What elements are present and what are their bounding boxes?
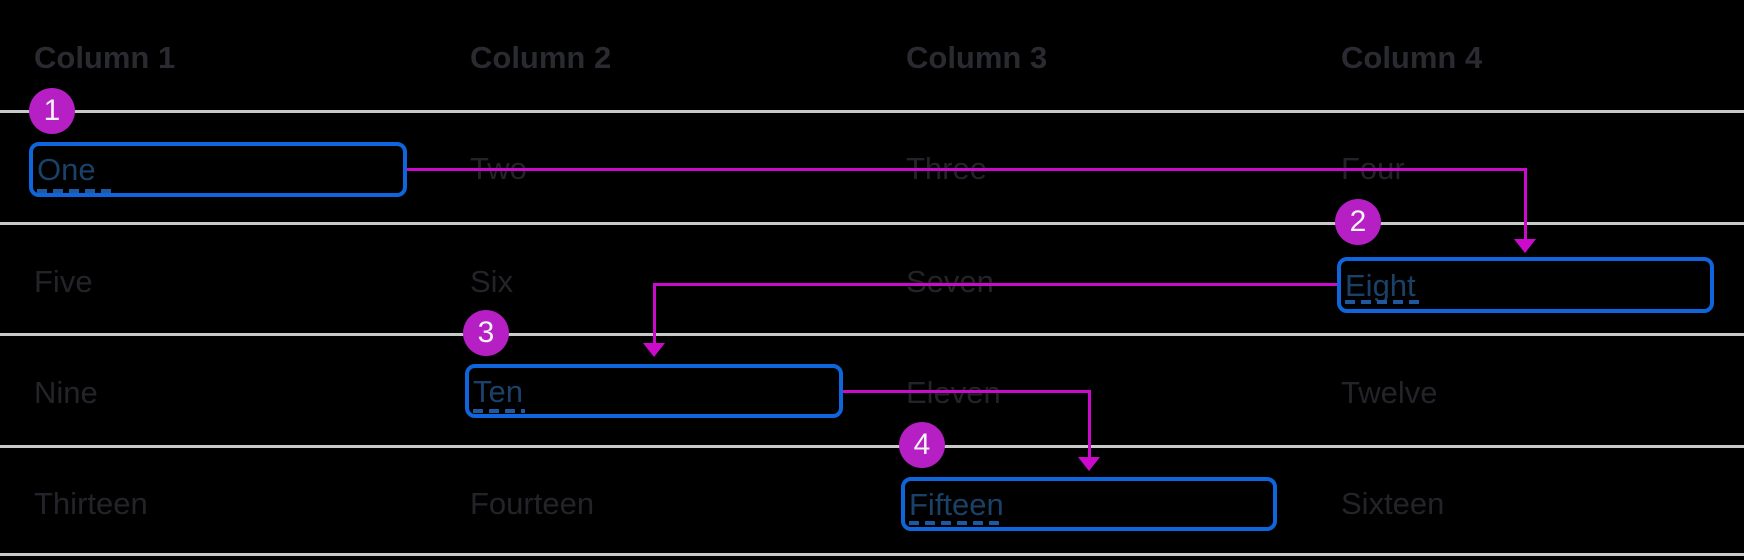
table-cell-nine: Nine	[34, 375, 98, 410]
column-header-4: Column 4	[1341, 40, 1483, 75]
row-divider	[0, 445, 1744, 448]
cell-link-one[interactable]: One	[37, 152, 96, 187]
focus-ring-one	[29, 142, 407, 197]
cell-link-ten[interactable]: Ten	[473, 374, 523, 409]
step-badge-4: 4	[899, 422, 945, 468]
table-cell-twelve: Twelve	[1341, 375, 1438, 410]
column-header-2: Column 2	[470, 40, 612, 75]
table-cell-seven: Seven	[906, 264, 994, 299]
column-header-3: Column 3	[906, 40, 1048, 75]
link-underline-eight	[1345, 300, 1421, 304]
row-divider	[0, 110, 1744, 113]
column-header-1: Column 1	[34, 40, 176, 75]
flow-line-one-to-eight-horizontal	[407, 168, 1527, 171]
flow-line-eight-to-ten-vertical	[653, 283, 656, 345]
arrowhead-to-eight-icon	[1514, 239, 1536, 253]
row-divider	[0, 553, 1744, 556]
arrowhead-to-ten-icon	[643, 343, 665, 357]
flow-line-ten-to-fifteen-horizontal	[843, 390, 1090, 393]
focus-ring-fifteen	[901, 477, 1277, 531]
link-underline-one	[37, 189, 111, 193]
flow-line-one-to-eight-vertical	[1524, 168, 1527, 241]
step-badge-3: 3	[463, 310, 509, 356]
cell-link-fifteen[interactable]: Fifteen	[909, 487, 1004, 522]
link-underline-fifteen	[909, 521, 1005, 525]
flow-line-eight-to-ten-horizontal	[653, 283, 1337, 286]
table-cell-fourteen: Fourteen	[470, 486, 595, 521]
table-cell-eleven: Eleven	[906, 375, 1001, 410]
table-cell-thirteen: Thirteen	[34, 486, 148, 521]
table-cell-five: Five	[34, 264, 93, 299]
focus-ring-eight	[1337, 257, 1714, 313]
step-badge-1: 1	[29, 88, 75, 134]
link-underline-ten	[473, 409, 525, 413]
arrowhead-to-fifteen-icon	[1078, 457, 1100, 471]
flow-line-ten-to-fifteen-vertical	[1088, 390, 1091, 459]
table-cell-sixteen: Sixteen	[1341, 486, 1445, 521]
step-badge-2: 2	[1335, 199, 1381, 245]
row-divider	[0, 333, 1744, 336]
row-divider	[0, 222, 1744, 225]
cell-link-eight[interactable]: Eight	[1345, 268, 1416, 303]
table-cell-six: Six	[470, 264, 514, 299]
focus-ring-ten	[465, 364, 843, 418]
